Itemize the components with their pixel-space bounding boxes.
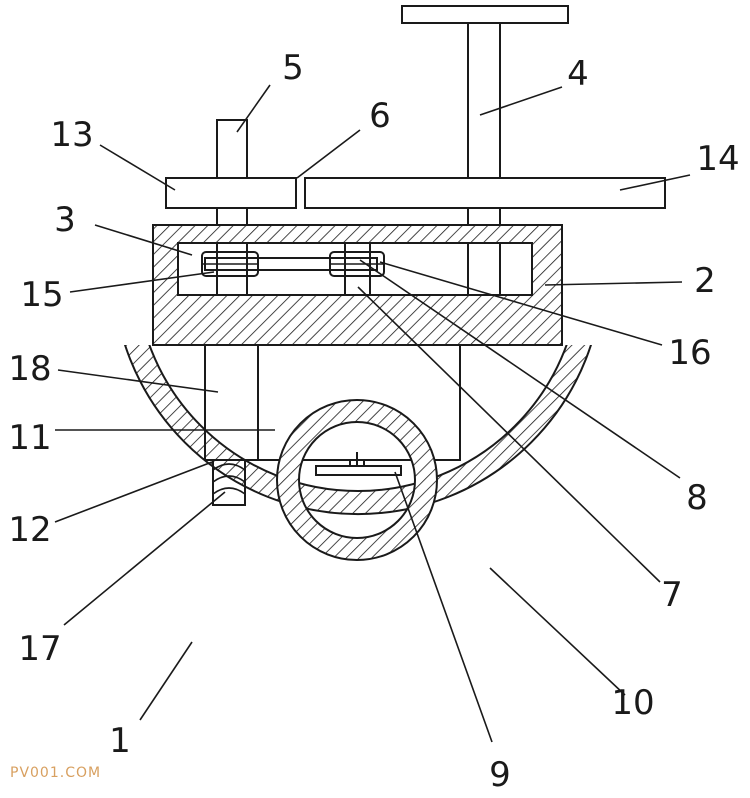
callout-9: 9	[489, 755, 511, 795]
callout-12: 12	[8, 510, 51, 550]
callout-1: 1	[109, 721, 131, 761]
callout-4: 4	[567, 54, 589, 94]
callout-10: 10	[611, 683, 654, 723]
shaft-4	[401, 5, 569, 296]
callout-7: 7	[661, 575, 683, 615]
plate-9	[315, 452, 402, 476]
callout-11: 11	[8, 418, 51, 458]
callout-5: 5	[282, 48, 304, 88]
callout-2: 2	[694, 261, 716, 301]
callout-15: 15	[20, 275, 63, 315]
callout-13: 13	[50, 115, 93, 155]
roller-stack-17	[212, 459, 246, 506]
callout-14: 14	[696, 139, 739, 179]
callout-18: 18	[8, 349, 51, 389]
gear-13	[165, 177, 297, 209]
belt-drive	[201, 251, 385, 277]
callout-17: 17	[18, 629, 61, 669]
gear-14	[304, 177, 666, 209]
callout-16: 16	[668, 333, 711, 373]
leader-lines	[54, 84, 691, 743]
callout-labels: 1 2 3 4 5 6 7 8 9 10 11 12 13 14 15 16 1…	[8, 48, 739, 795]
watermark: PV001.COM	[10, 765, 101, 781]
callout-8: 8	[686, 478, 708, 518]
inner-tube	[275, 399, 439, 561]
callout-6: 6	[369, 96, 391, 136]
callout-3: 3	[54, 200, 76, 240]
